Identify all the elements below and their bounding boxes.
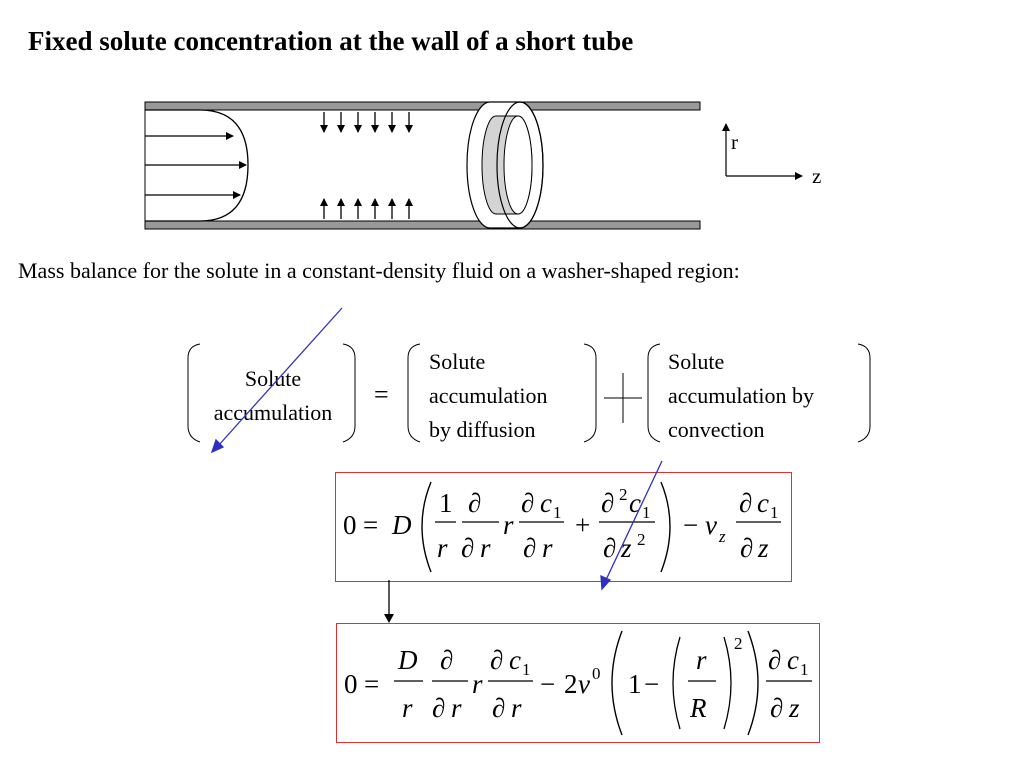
derivation-arrow: [384, 580, 394, 623]
svg-text:=: =: [363, 510, 378, 540]
velocity-profile: [145, 109, 249, 222]
svg-text:2: 2: [734, 634, 743, 653]
svg-text:0: 0: [343, 510, 357, 540]
r-axis-label: r: [731, 130, 738, 154]
tube-top-wall: [144, 101, 701, 111]
svg-text:∂: ∂: [521, 488, 534, 518]
svg-text:∂: ∂: [770, 693, 783, 723]
strike-arrowhead-lhs: [210, 438, 225, 454]
svg-text:r: r: [696, 645, 707, 675]
svg-text:∂: ∂: [523, 533, 536, 563]
svg-text:∂: ∂: [468, 488, 481, 518]
svg-text:c: c: [787, 645, 799, 675]
equals-sign: =: [374, 380, 389, 409]
equation-2: 0 = D r ∂ ∂ r r ∂ c 1 ∂ r − 2 v 0 1 − r …: [344, 630, 812, 736]
svg-text:∂: ∂: [603, 533, 616, 563]
svg-text:c: c: [509, 645, 521, 675]
svg-text:r: r: [542, 533, 553, 563]
svg-text:−: −: [683, 510, 698, 540]
flux-arrows-up: [320, 198, 413, 219]
svg-text:∂: ∂: [768, 645, 781, 675]
equation-2-box: [336, 623, 820, 743]
svg-text:2: 2: [637, 530, 646, 549]
svg-text:z: z: [788, 693, 800, 723]
svg-text:c: c: [540, 488, 552, 518]
svg-text:∂: ∂: [432, 693, 445, 723]
svg-text:r: r: [472, 669, 483, 699]
strike-arrow-lhs: [217, 307, 343, 447]
tube-diagram: [144, 101, 803, 230]
svg-text:0: 0: [344, 669, 358, 699]
svg-text:+: +: [575, 510, 590, 540]
svg-text:v: v: [705, 510, 717, 540]
word-equation-brackets: [187, 343, 871, 443]
svg-text:∂: ∂: [492, 693, 505, 723]
z-axis-label: z: [812, 164, 822, 188]
tube-bottom-wall: [144, 220, 701, 230]
svg-text:1: 1: [553, 503, 562, 522]
svg-text:z: z: [718, 527, 726, 546]
flux-arrows-down: [320, 112, 413, 133]
svg-text:=: =: [364, 669, 379, 699]
svg-text:r: r: [511, 693, 522, 723]
svg-text:1: 1: [439, 488, 453, 518]
diffusion-term: Solute accumulation by diffusion: [429, 349, 548, 442]
equation-1: 0 = D 1 r ∂ ∂ r r ∂ c 1 ∂ r + ∂ 2 c 1 ∂ …: [343, 481, 781, 573]
svg-text:D: D: [397, 645, 418, 675]
svg-text:r: r: [437, 533, 448, 563]
svg-text:1: 1: [800, 660, 809, 679]
svg-text:v: v: [578, 669, 590, 699]
svg-text:r: r: [480, 533, 491, 563]
svg-text:z: z: [757, 533, 769, 563]
svg-text:r: r: [451, 693, 462, 723]
svg-text:r: r: [402, 693, 413, 723]
svg-text:z: z: [620, 533, 632, 563]
equation-1-box: [335, 472, 792, 582]
svg-text:∂: ∂: [740, 533, 753, 563]
svg-text:∂: ∂: [490, 645, 503, 675]
svg-text:−: −: [540, 669, 555, 699]
svg-text:D: D: [391, 510, 412, 540]
svg-text:∂: ∂: [739, 488, 752, 518]
svg-text:1: 1: [770, 503, 779, 522]
washer-element: [466, 101, 544, 229]
svg-text:r: r: [503, 510, 514, 540]
mass-balance-caption: Mass balance for the solute in a constan…: [18, 258, 740, 283]
svg-text:1: 1: [628, 669, 642, 699]
lhs-term: Solute accumulation: [213, 366, 333, 425]
convection-term: Solute accumulation by convection: [668, 349, 815, 442]
svg-text:∂: ∂: [461, 533, 474, 563]
svg-text:c: c: [757, 488, 769, 518]
svg-text:2: 2: [564, 669, 578, 699]
strike-arrow-eq1: [604, 460, 663, 583]
svg-text:1: 1: [522, 660, 531, 679]
svg-text:∂: ∂: [601, 488, 614, 518]
svg-text:2: 2: [619, 485, 628, 504]
svg-text:−: −: [644, 669, 659, 699]
svg-text:∂: ∂: [440, 645, 453, 675]
slide-title: Fixed solute concentration at the wall o…: [28, 26, 634, 56]
strike-arrowhead-eq1: [600, 574, 612, 591]
svg-text:R: R: [689, 693, 707, 723]
svg-text:0: 0: [592, 664, 601, 683]
svg-text:1: 1: [642, 503, 651, 522]
